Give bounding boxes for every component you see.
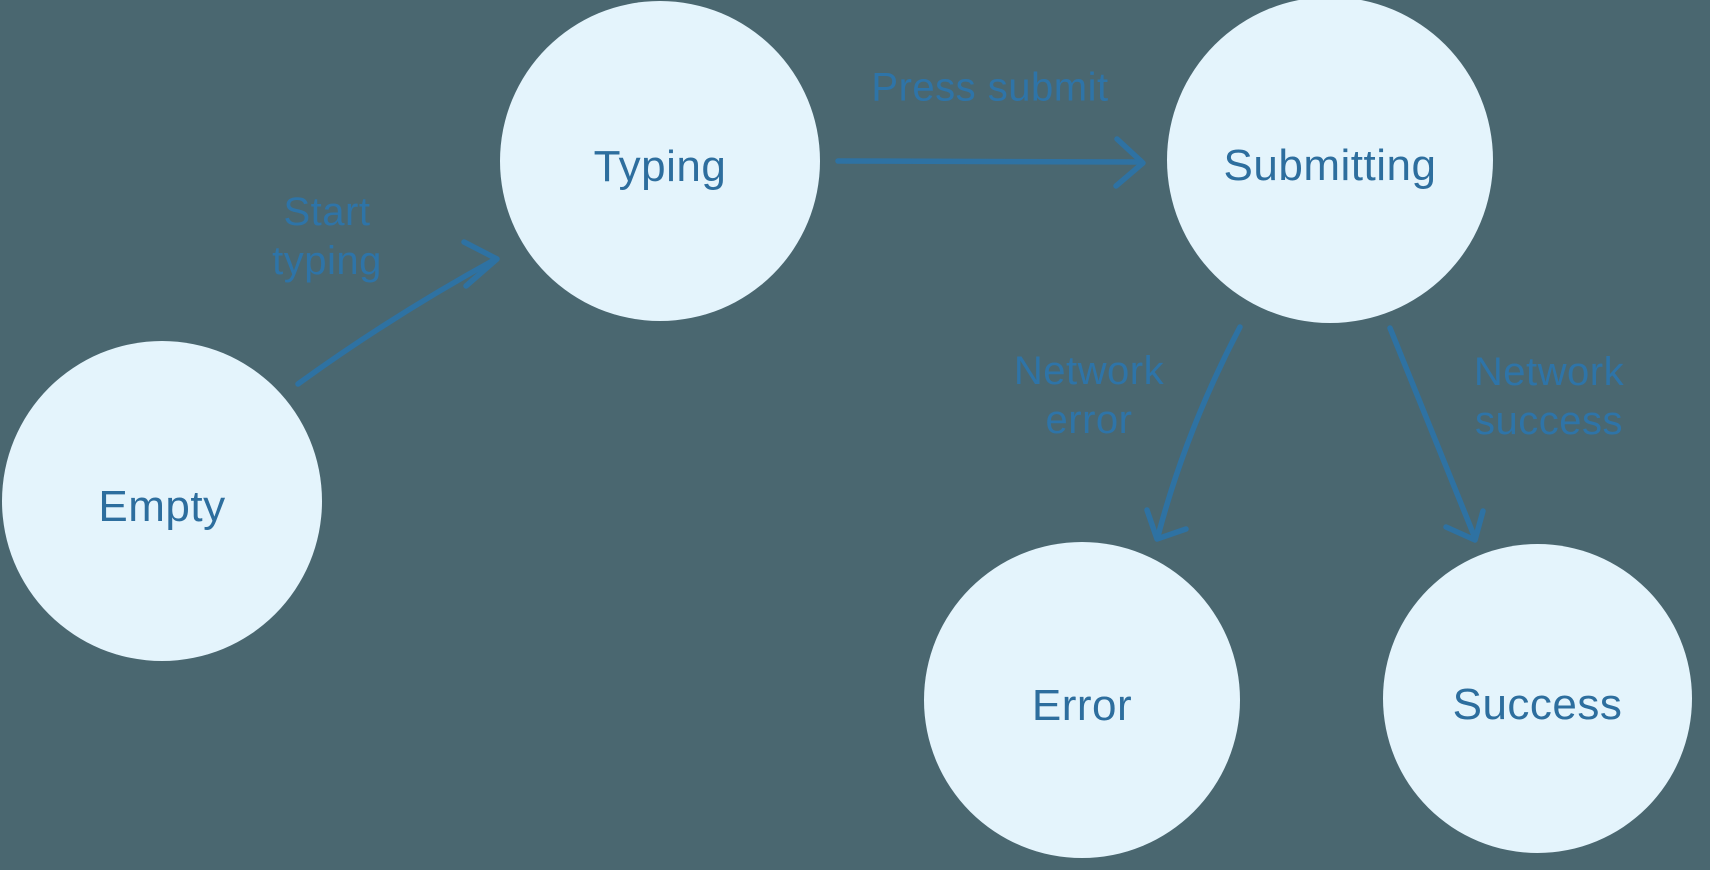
edge-submitting-error-arrowhead	[1144, 507, 1189, 542]
edge-label-start-typing-line2: typing	[272, 239, 382, 283]
edge-submitting-error-line	[1155, 324, 1243, 539]
node-typing: Typing	[500, 1, 820, 321]
node-typing-label: Typing	[593, 142, 727, 191]
edge-submitting-success-line	[1387, 325, 1478, 541]
node-error: Error	[924, 542, 1240, 858]
edge-label-network-success-line1: Network	[1473, 350, 1625, 394]
edge-typing-submitting-line	[835, 158, 1141, 165]
edge-label-network-success: Network success	[1474, 348, 1624, 446]
edge-label-start-typing-line1: Start	[283, 190, 371, 234]
node-submitting: Submitting	[1167, 0, 1493, 323]
node-empty-label: Empty	[98, 482, 226, 531]
node-success-label: Success	[1452, 679, 1623, 729]
edge-submitting-success-arrowhead	[1443, 508, 1486, 543]
node-empty: Empty	[2, 341, 322, 661]
node-success: Success	[1383, 544, 1692, 853]
edge-typing-submitting	[835, 136, 1146, 189]
edge-label-network-error-line2: error	[1045, 398, 1133, 442]
edge-label-network-error: Network error	[1014, 347, 1164, 445]
edge-submitting-success	[1387, 325, 1486, 543]
edge-label-network-success-line2: success	[1474, 399, 1623, 443]
edge-typing-submitting-arrowhead	[1113, 136, 1146, 189]
edge-label-start-typing: Start typing	[272, 188, 382, 286]
edge-empty-typing-arrowhead	[461, 239, 500, 289]
edge-label-press-submit: Press submit	[871, 64, 1108, 113]
edge-label-network-error-line1: Network	[1013, 349, 1165, 393]
edge-label-press-submit-line1: Press submit	[871, 65, 1109, 110]
node-submitting-label: Submitting	[1223, 141, 1437, 190]
node-error-label: Error	[1031, 681, 1133, 730]
